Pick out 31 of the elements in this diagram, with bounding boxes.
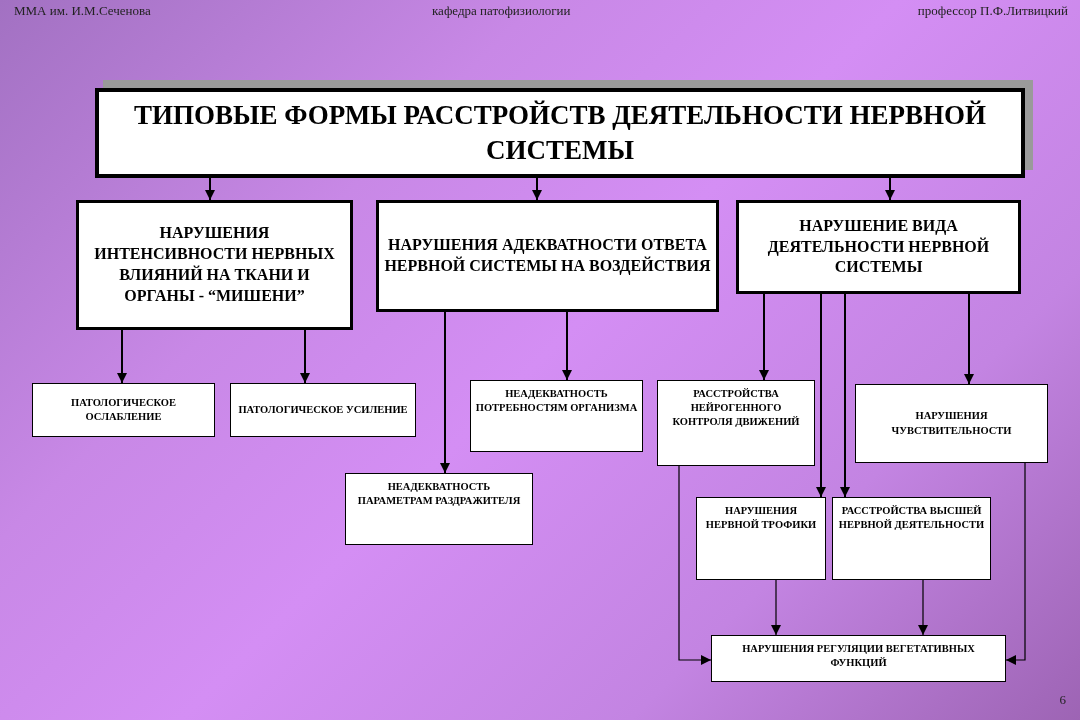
arrow bbox=[678, 465, 712, 665]
arrow bbox=[205, 177, 215, 201]
category-box: РАССТРОЙСТВА НЕЙРОГЕННОГО КОНТРОЛЯ ДВИЖЕНИЙ bbox=[657, 380, 815, 466]
arrow bbox=[300, 329, 310, 384]
category-box: НЕАДЕКВАТНОСТЬ ПОТРЕБНОСТЯМ ОРГАНИЗМА bbox=[470, 380, 643, 452]
category-box: НАРУШЕНИЯ ИНТЕНСИВНОСТИ НЕРВНЫХ ВЛИЯНИЙ НА ТКАНИ И ОРГАНЫ - “МИШЕНИ” bbox=[76, 200, 353, 330]
arrow bbox=[816, 293, 826, 498]
header-text: ММА им. И.М.Сеченова bbox=[14, 3, 151, 19]
arrow bbox=[918, 579, 928, 636]
arrow bbox=[840, 293, 850, 498]
arrow bbox=[964, 293, 974, 385]
category-box: НЕАДЕКВАТНОСТЬ ПАРАМЕТРАМ РАЗДРАЖИТЕЛЯ bbox=[345, 473, 533, 545]
arrow bbox=[562, 311, 572, 381]
category-box: НАРУШЕНИЯ ЧУВСТВИТЕЛЬНОСТИ bbox=[855, 384, 1048, 463]
arrow bbox=[885, 177, 895, 201]
arrow bbox=[1005, 462, 1026, 665]
category-box: НАРУШЕНИЯ РЕГУЛЯЦИИ ВЕГЕТАТИВНЫХ ФУНКЦИЙ bbox=[711, 635, 1006, 682]
header-text: кафедра патофизиологии bbox=[432, 3, 571, 19]
arrow bbox=[759, 293, 769, 381]
page-number: 6 bbox=[1059, 692, 1066, 708]
category-box: ПАТОЛОГИЧЕСКОЕ УСИЛЕНИЕ bbox=[230, 383, 416, 437]
arrow bbox=[532, 177, 542, 201]
header-text: профессор П.Ф.Литвицкий bbox=[917, 3, 1068, 19]
category-box: НАРУШЕНИЕ ВИДА ДЕЯТЕЛЬНОСТИ НЕРВНОЙ СИСТЕМЫ bbox=[736, 200, 1021, 294]
arrow bbox=[771, 579, 781, 636]
category-box: РАССТРОЙСТВА ВЫСШЕЙ НЕРВНОЙ ДЕЯТЕЛЬНОСТИ bbox=[832, 497, 991, 580]
arrow bbox=[117, 329, 127, 384]
category-box: НАРУШЕНИЯ НЕРВНОЙ ТРОФИКИ bbox=[696, 497, 826, 580]
category-box: ПАТОЛОГИЧЕСКОЕ ОСЛАБЛЕНИЕ bbox=[32, 383, 215, 437]
arrow bbox=[440, 311, 450, 474]
category-box: НАРУШЕНИЯ АДЕКВАТНОСТИ ОТВЕТА НЕРВНОЙ СИСТЕМЫ НА ВОЗДЕЙСТВИЯ bbox=[376, 200, 719, 312]
